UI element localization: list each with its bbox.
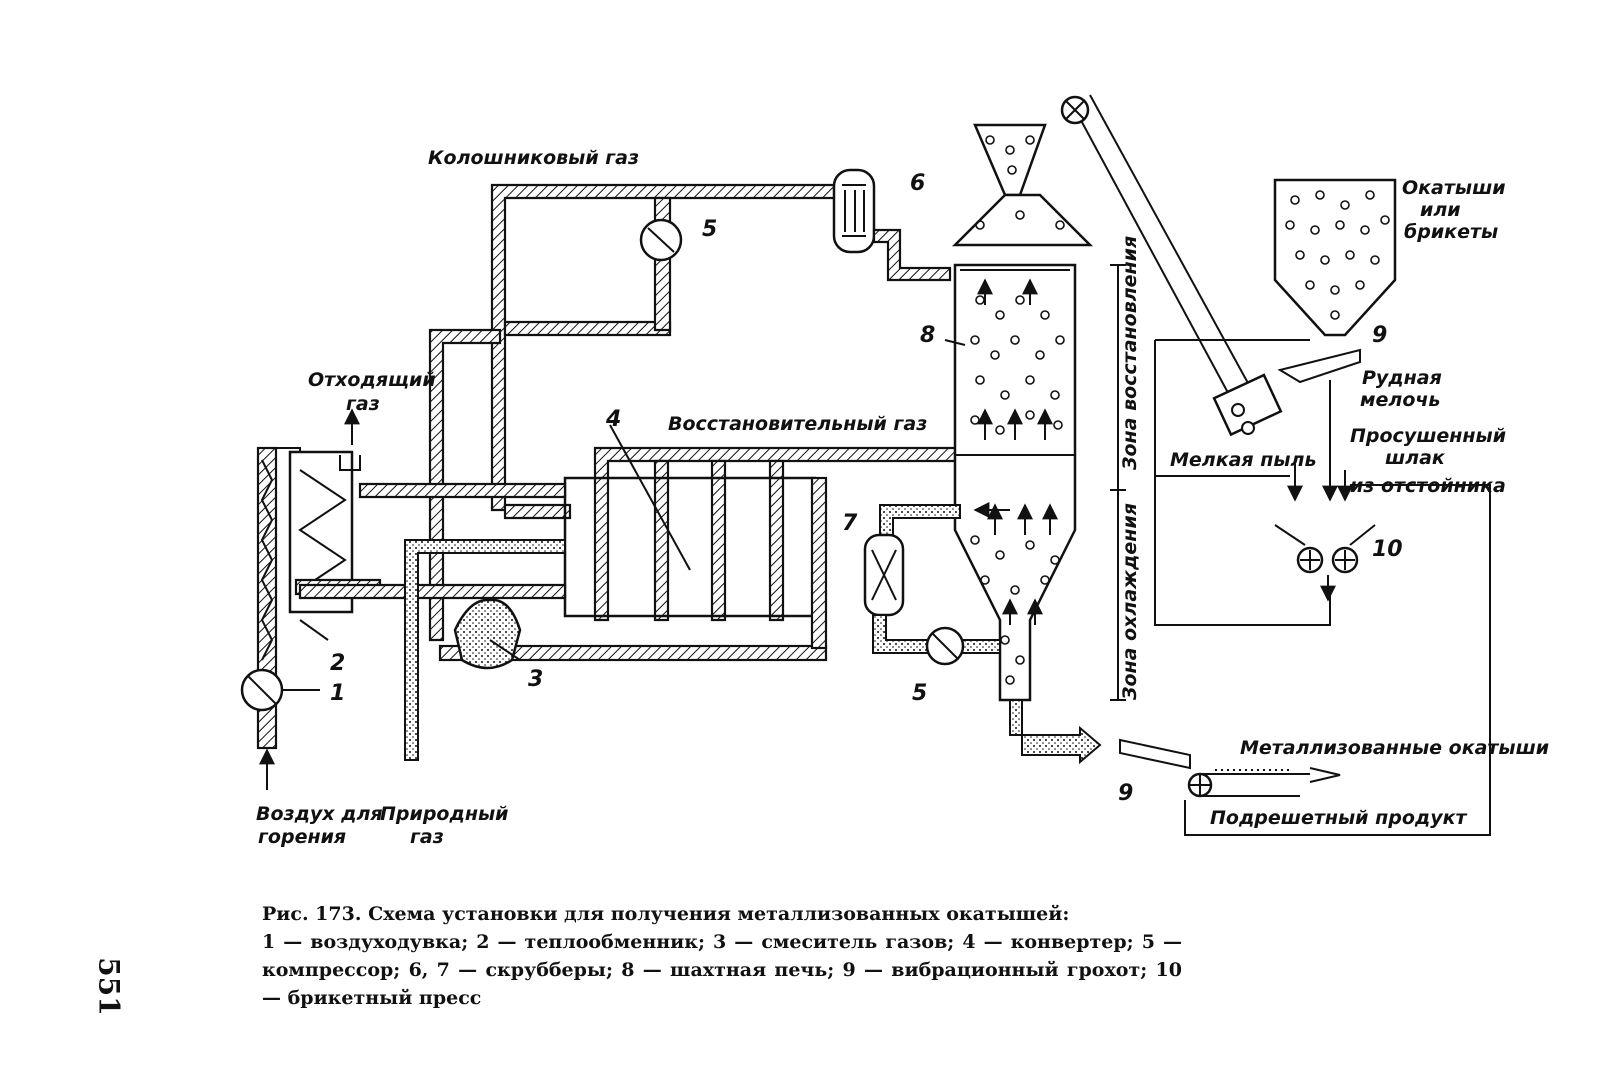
gas-lines-to-converter bbox=[298, 482, 567, 761]
label-top-gas: Колошниковый газ bbox=[428, 147, 639, 169]
number-7: 7 bbox=[842, 511, 858, 536]
label-metallized-pellets: Металлизованные окатыши bbox=[1240, 737, 1549, 759]
diagram-labels: Колошниковый газ Отходящий газ Восстанов… bbox=[256, 147, 1549, 848]
label-reduction-zone: Зона восстановления bbox=[1119, 236, 1141, 471]
label-dried-slag-1: Просушенный bbox=[1350, 425, 1506, 447]
label-off-gas-2: газ bbox=[346, 393, 380, 415]
label-air-2: горения bbox=[258, 826, 346, 848]
number-3: 3 bbox=[528, 667, 543, 692]
compressor-5-bottom bbox=[925, 626, 965, 666]
label-from-settler: из отстойника bbox=[1350, 475, 1506, 497]
label-cooling-zone: Зона охлаждения bbox=[1119, 503, 1141, 701]
number-4: 4 bbox=[605, 407, 621, 432]
pellet-hopper bbox=[1273, 178, 1397, 337]
label-natural-gas-1: Природный bbox=[380, 803, 508, 825]
page-number: 551 bbox=[92, 957, 126, 1016]
caption-legend: 1 — воздуходувка; 2 — теплообменник; 3 —… bbox=[262, 931, 1182, 1009]
label-reducing-gas: Восстановительный газ bbox=[668, 413, 927, 435]
number-1: 1 bbox=[330, 681, 345, 706]
top-gas-pipe bbox=[428, 183, 848, 642]
number-6: 6 bbox=[910, 171, 925, 196]
label-pellets-2: или bbox=[1420, 199, 1461, 221]
number-10: 10 bbox=[1372, 537, 1403, 562]
figure-caption: Рис. 173. Схема установки для получения … bbox=[262, 900, 1182, 1012]
compressor-5-top bbox=[639, 218, 683, 262]
number-5a: 5 bbox=[702, 217, 717, 242]
gas-mixer-3 bbox=[453, 598, 522, 670]
number-2: 2 bbox=[330, 651, 345, 676]
shaft-furnace-8 bbox=[944, 123, 1102, 765]
process-flow-diagram: Колошниковый газ Отходящий газ Восстанов… bbox=[240, 94, 1549, 848]
blower-1 bbox=[240, 668, 320, 712]
label-undersize: Подрешетный продукт bbox=[1210, 807, 1468, 829]
scrubber-7 bbox=[863, 504, 1001, 654]
label-off-gas-1: Отходящий bbox=[308, 369, 436, 391]
vibrating-screen-9-bottom bbox=[1119, 738, 1341, 798]
fines-bin bbox=[1154, 339, 1491, 836]
label-air-1: Воздух для bbox=[256, 803, 383, 825]
label-fine-dust: Мелкая пыль bbox=[1170, 449, 1316, 471]
scrubber-6 bbox=[832, 168, 952, 282]
label-pellets-1: Окатыши bbox=[1402, 177, 1506, 199]
label-ore-fines-2: мелочь bbox=[1360, 389, 1440, 411]
label-natural-gas-2: газ bbox=[410, 826, 444, 848]
number-9b: 9 bbox=[1118, 781, 1133, 806]
briquetting-press-10 bbox=[1274, 524, 1376, 602]
zone-markers bbox=[1110, 264, 1126, 701]
label-pellets-3: брикеты bbox=[1404, 221, 1498, 243]
number-9a: 9 bbox=[1372, 323, 1387, 348]
number-8: 8 bbox=[920, 323, 935, 348]
heat-exchanger-2 bbox=[288, 408, 382, 641]
caption-title: Рис. 173. Схема установки для получения … bbox=[262, 903, 1070, 925]
number-5b: 5 bbox=[912, 681, 927, 706]
label-dried-slag-2: шлак bbox=[1385, 447, 1446, 469]
component-numbers: 1 2 3 4 5 5 6 7 8 9 9 10 bbox=[330, 171, 1403, 806]
skip-conveyor bbox=[1060, 94, 1283, 437]
label-ore-fines-1: Рудная bbox=[1362, 367, 1442, 389]
